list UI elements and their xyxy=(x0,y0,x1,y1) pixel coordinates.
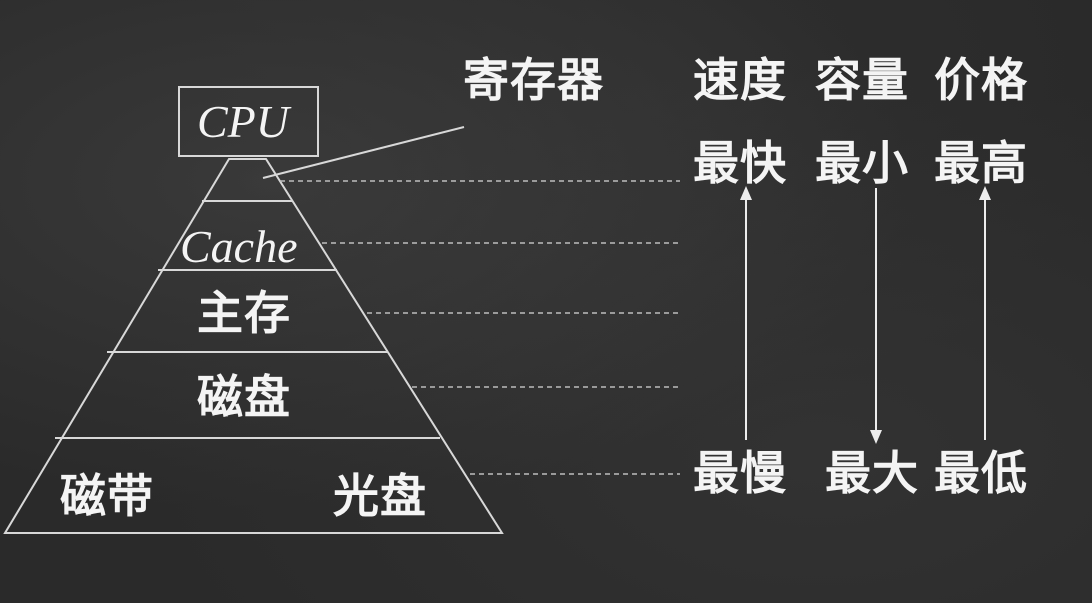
header-capacity: 容量 xyxy=(815,53,909,107)
price-top-value: 最高 xyxy=(934,136,1028,190)
header-speed: 速度 xyxy=(693,53,787,107)
cpu-box xyxy=(178,86,319,157)
capacity-arrow-head xyxy=(870,430,882,444)
optical-disc-label: 光盘 xyxy=(333,469,427,523)
cache-label: Cache xyxy=(180,221,298,272)
pyramid-outline xyxy=(3,158,504,534)
register-pointer-line xyxy=(262,126,465,179)
price-arrow-head xyxy=(979,186,991,200)
capacity-bottom-value: 最大 xyxy=(825,446,919,500)
cpu-label: CPU xyxy=(197,96,289,147)
speed-top-value: 最快 xyxy=(693,136,787,190)
header-price: 价格 xyxy=(934,53,1028,107)
speed-bottom-value: 最慢 xyxy=(693,446,787,500)
speed-arrow-head xyxy=(740,186,752,200)
register-label: 寄存器 xyxy=(463,53,604,107)
main-memory-label: 主存 xyxy=(197,286,291,340)
tape-label: 磁带 xyxy=(60,469,154,523)
disk-label: 磁盘 xyxy=(197,370,291,424)
price-bottom-value: 最低 xyxy=(934,446,1028,500)
capacity-top-value: 最小 xyxy=(815,136,909,190)
